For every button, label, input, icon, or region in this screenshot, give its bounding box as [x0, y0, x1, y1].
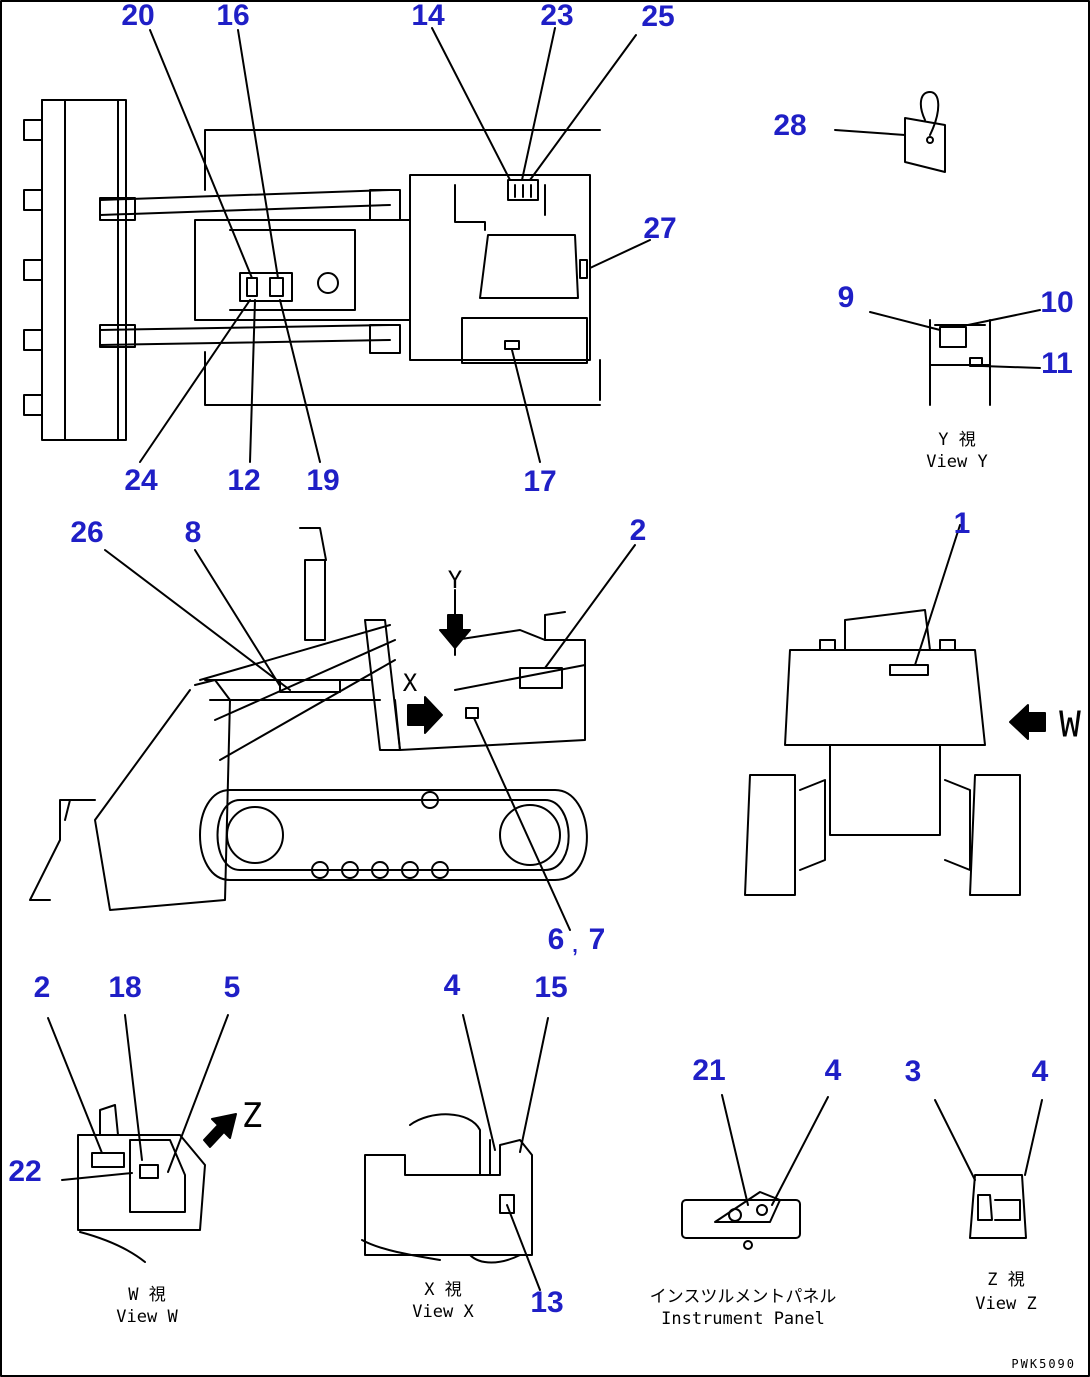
callout-9: 9: [837, 281, 855, 314]
rear-view-drawing: [744, 524, 1046, 896]
callout-5: 5: [223, 971, 241, 1004]
callout-17: 17: [523, 465, 557, 498]
callout-2-view-w: 2: [33, 971, 51, 1004]
callout-16: 16: [216, 0, 250, 32]
arrow-label-x: X: [402, 669, 418, 697]
callout-separator: ,: [572, 935, 578, 957]
callout-25: 25: [641, 0, 675, 33]
callout-23: 23: [540, 0, 574, 32]
callout-27: 27: [643, 212, 677, 245]
callout-24: 24: [124, 464, 158, 497]
callout-8: 8: [184, 516, 202, 549]
callout-6: 6: [547, 923, 565, 956]
view-w-drawing: [47, 1014, 237, 1263]
callout-20: 20: [121, 0, 155, 32]
view-w-caption-jp: W 視: [128, 1285, 166, 1305]
instrument-panel-caption-jp: インスツルメントパネル: [649, 1287, 837, 1307]
callout-3: 3: [904, 1055, 922, 1088]
view-x-caption-jp: X 視: [424, 1280, 462, 1300]
callout-1: 1: [953, 507, 971, 540]
callout-7: 7: [588, 923, 606, 956]
callout-4-view-z: 4: [1031, 1055, 1049, 1088]
callout-10: 10: [1040, 286, 1074, 319]
callout-11: 11: [1041, 347, 1073, 380]
callout-14: 14: [411, 0, 445, 32]
callout-26: 26: [70, 516, 104, 549]
instrument-panel-drawing: [681, 1094, 829, 1250]
callout-4-panel: 4: [824, 1054, 842, 1087]
view-z-caption-jp: Z 視: [987, 1270, 1025, 1290]
callout-18: 18: [108, 971, 142, 1004]
arrow-label-w: W: [1059, 704, 1081, 746]
side-view-drawing: [29, 527, 636, 931]
view-y-drawing: [869, 309, 1041, 406]
drawing-code: PWK5090: [1011, 1357, 1076, 1371]
view-z-caption-en: View Z: [975, 1294, 1037, 1314]
arrow-label-y: Y: [447, 566, 463, 594]
callout-4-view-x: 4: [443, 969, 461, 1002]
callout-15: 15: [534, 971, 568, 1004]
top-view-drawing: [23, 27, 651, 463]
view-y-caption-jp: Y 視: [938, 430, 976, 450]
view-z-drawing: [934, 1099, 1043, 1239]
view-x-caption-en: View X: [412, 1302, 474, 1322]
instrument-panel-caption-en: Instrument Panel: [661, 1309, 825, 1329]
callout-12: 12: [227, 464, 261, 497]
callout-22: 22: [8, 1155, 42, 1188]
view-y-caption-en: View Y: [926, 452, 988, 472]
arrow-label-z: Z: [241, 1096, 263, 1136]
view-x-drawing: [361, 1014, 549, 1291]
callout-13: 13: [530, 1286, 564, 1319]
callout-28: 28: [773, 109, 807, 142]
callout-2-side: 2: [629, 514, 647, 547]
callout-19: 19: [306, 464, 340, 497]
callout-21: 21: [692, 1054, 726, 1087]
view-w-caption-en: View W: [116, 1307, 178, 1327]
tag-drawing: [834, 91, 946, 173]
